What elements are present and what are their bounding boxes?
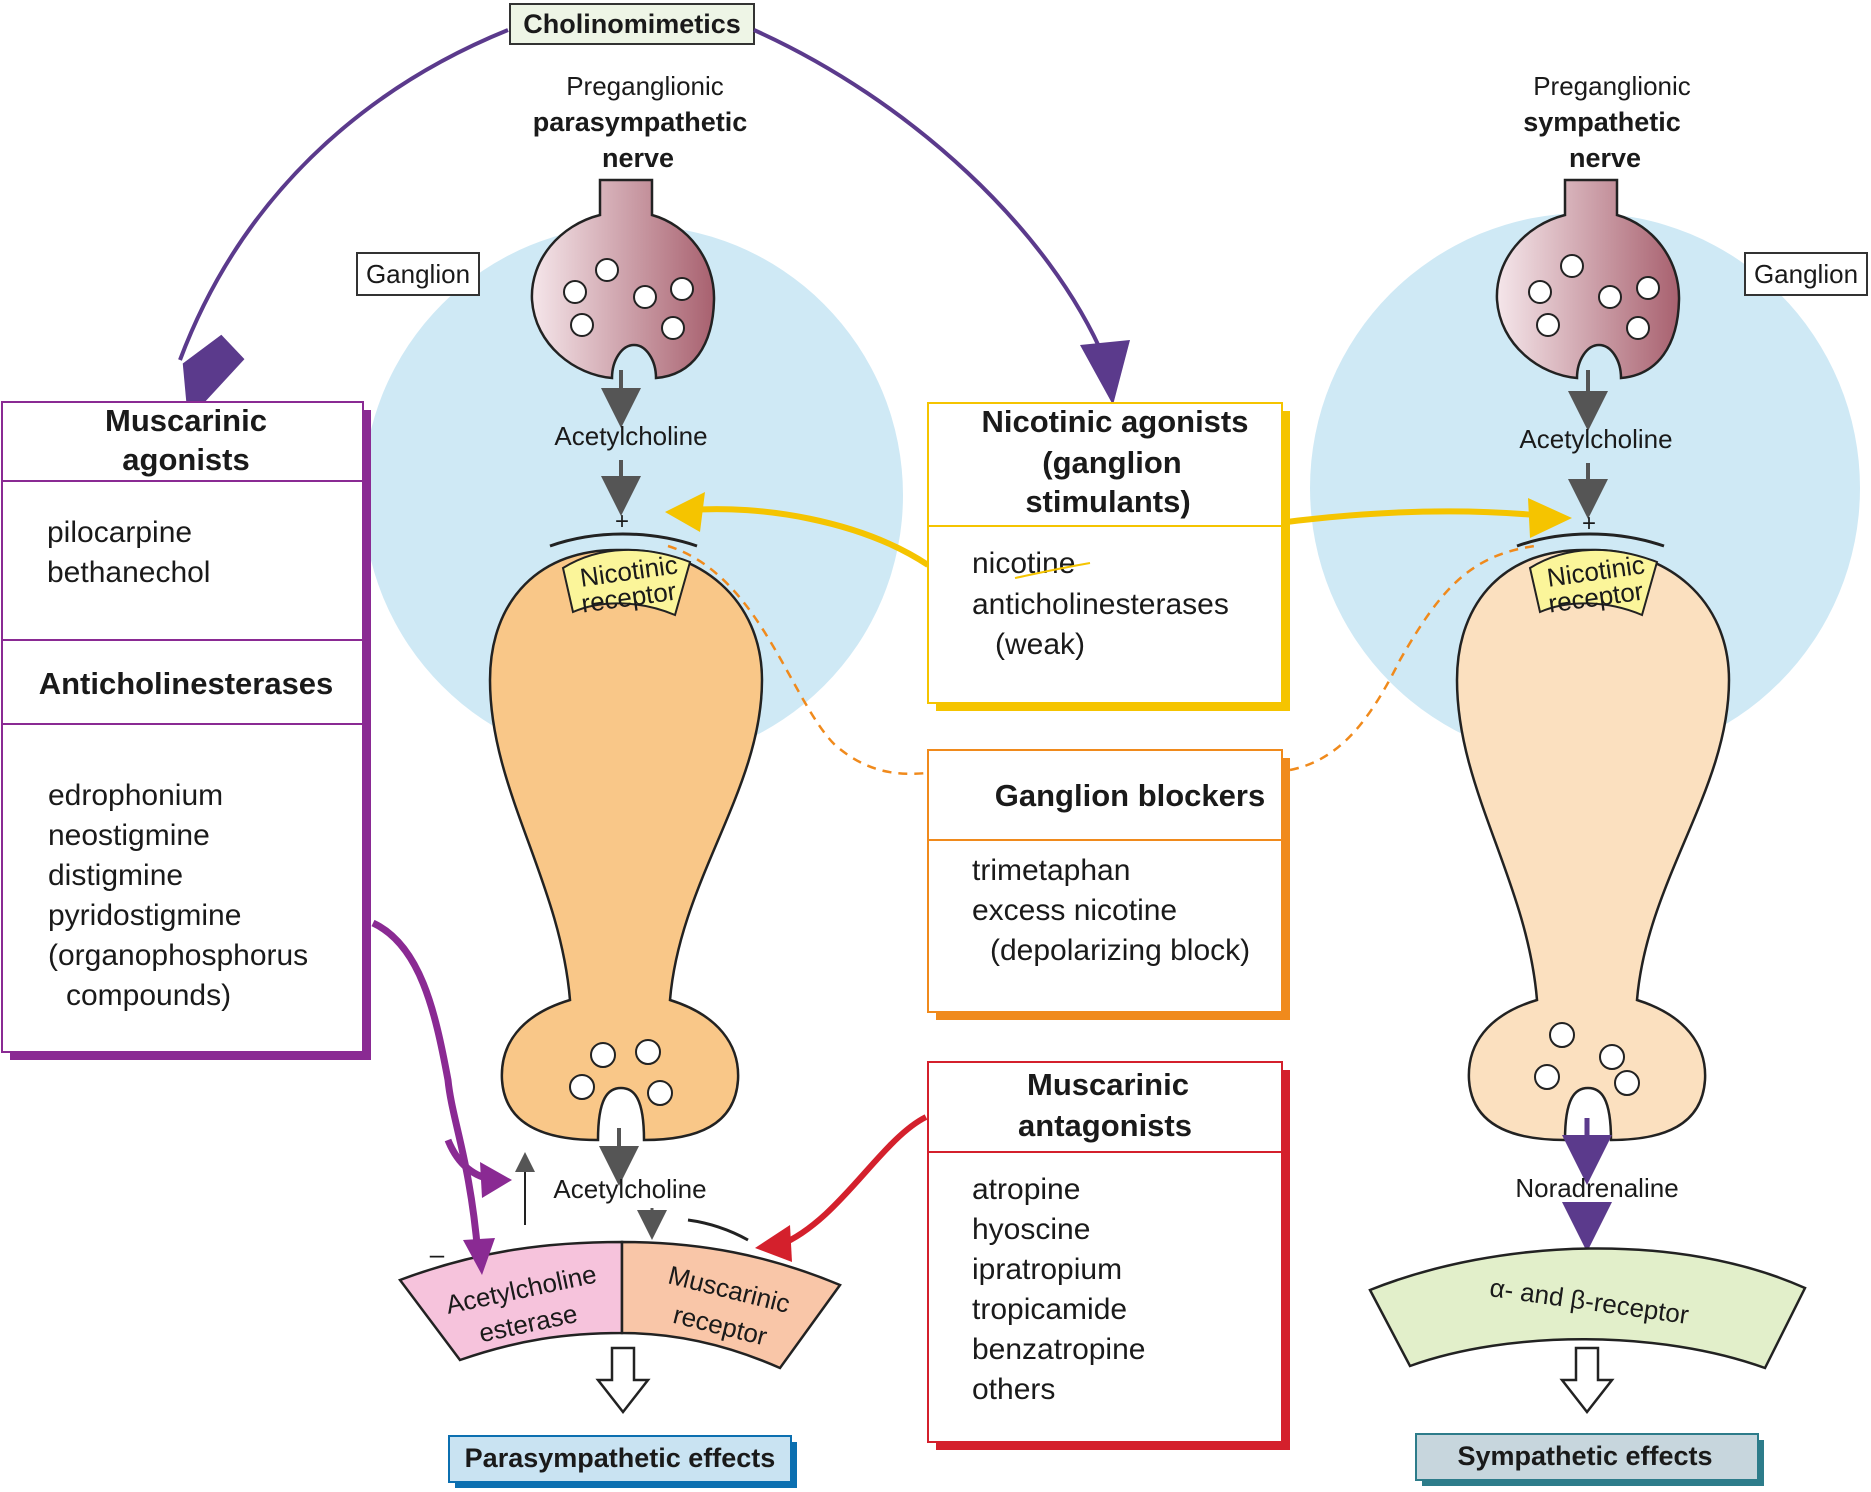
right-postganglionic-vesicles [1534, 1022, 1640, 1096]
parasympathetic-effects-label: Parasympathetic effects [465, 1443, 776, 1473]
ganglion-blocker-item: (depolarizing block) [990, 934, 1250, 967]
right-nicotinic-receptor [1528, 549, 1659, 617]
ganglion-left-label: Ganglion [366, 259, 470, 289]
nicotinic-agonist-item: (weak) [995, 628, 1085, 661]
parasympathetic-effect-arrow [595, 1346, 651, 1415]
nicotinic-arrow-left [689, 506, 930, 568]
nicotinic-connector [1014, 562, 1091, 579]
antagonist-arrow [778, 1114, 928, 1248]
anticholinesterase-item: pyridostigmine [48, 899, 241, 932]
muscarinic-antagonist-item: tropicamide [972, 1293, 1127, 1326]
anticholinesterase-item: neostigmine [48, 819, 210, 852]
ganglion-blockers-title: Ganglion blockers [995, 778, 1265, 813]
muscarinic-antagonist-item: atropine [972, 1173, 1080, 1206]
muscarinic-antagonists-box [927, 1061, 1283, 1443]
right-postganglionic-neuron [1455, 548, 1731, 1142]
left-ach-top: Acetylcholine [554, 421, 707, 451]
right-presynaptic-vesicles [1528, 254, 1660, 340]
anticholinesterase-arrowhead-increase [480, 1162, 512, 1198]
ganglion-blocker-dash-right [1289, 544, 1536, 772]
ganglion-left-box [356, 252, 480, 296]
parasympathetic-effects-box [448, 1435, 792, 1483]
ganglion-blockers-box [927, 749, 1283, 1013]
right-noradrenaline: Noradrenaline [1515, 1173, 1678, 1203]
ganglion-right-label: Ganglion [1754, 259, 1858, 289]
anticholinesterases-title: Anticholinesterases [39, 666, 334, 701]
antagonist-arrowhead [755, 1225, 792, 1262]
right-ach-top: Acetylcholine [1519, 424, 1672, 454]
title-box [509, 3, 755, 45]
ganglion-blocker-dash-left [667, 544, 929, 775]
left-presynaptic-vesicles [563, 258, 694, 340]
muscarinic-antagonists-title-line2: antagonists [1018, 1108, 1192, 1143]
left-postganglionic-neuron [488, 548, 764, 1142]
muscarinic-antagonist-item: others [972, 1373, 1055, 1406]
nicotinic-arrowhead-left [665, 492, 705, 532]
anticholinesterase-item: edrophonium [48, 779, 223, 812]
ache-minus: – [430, 1239, 445, 1269]
muscarinic-agonist-item: pilocarpine [47, 516, 192, 549]
right-nerve-line2: sympathetic [1523, 107, 1681, 137]
adrenoceptor-box [1368, 1247, 1807, 1370]
arc-to-nicotinic-agonists [753, 28, 1107, 361]
nicotinic-agonist-item: anticholinesterases [972, 588, 1229, 621]
sympathetic-effects-label: Sympathetic effects [1457, 1441, 1712, 1471]
muscarinic-antagonists-title-line1: Muscarinic [1027, 1067, 1189, 1102]
muscarinic-antagonist-item: ipratropium [972, 1253, 1122, 1286]
arc-to-muscarinic-agonists [178, 28, 509, 361]
anticholinesterase-item: (organophosphorus [48, 939, 308, 972]
left-nerve-line1: Preganglionic [566, 71, 724, 101]
left-nerve-line2: parasympathetic [533, 107, 748, 137]
ganglion-blocker-item: excess nicotine [972, 894, 1177, 927]
right-nerve-line3: nerve [1569, 143, 1641, 173]
sympathetic-effect-arrow [1559, 1346, 1615, 1415]
right-plus: + [1582, 510, 1596, 537]
left-ach-bottom: Acetylcholine [553, 1174, 706, 1204]
nicotinic-agonists-title-line1: Nicotinic agonists [982, 404, 1249, 439]
muscarinic-antagonist-item: benzatropine [972, 1333, 1145, 1366]
right-receptor-membrane [1516, 532, 1665, 548]
left-nerve-line3: nerve [602, 143, 674, 173]
muscarinic-receptor-box [620, 1240, 842, 1370]
muscarinic-agonists-title-line2: agonists [122, 442, 249, 477]
muscarinic-agonists-title-line1: Muscarinic [105, 403, 267, 438]
anticholinesterase-item: compounds) [66, 979, 231, 1012]
arrowhead-nicotinic-agonists [1080, 340, 1130, 405]
left-nicotinic-receptor [561, 549, 692, 617]
antagonist-block-bar [687, 1218, 749, 1242]
nicotinic-agonist-item: nicotine [972, 547, 1075, 580]
ganglion-right-box [1744, 252, 1868, 296]
left-receptor-membrane [549, 532, 698, 548]
nicotinic-agonists-title-line2: (ganglion [1042, 445, 1181, 480]
title: Cholinomimetics [523, 9, 741, 39]
nicotinic-agonists-title-line3: stimulants) [1025, 484, 1190, 519]
sympathetic-effects-box [1415, 1433, 1759, 1481]
muscarinic-agonists-box [1, 401, 364, 1053]
arrowhead-muscarinic-agonists [182, 334, 245, 421]
anticholinesterase-arrow-to-ache [371, 919, 482, 1256]
right-nerve-line1: Preganglionic [1533, 71, 1691, 101]
muscarinic-agonist-item: bethanechol [47, 556, 210, 589]
ganglion-blocker-item: trimetaphan [972, 854, 1130, 887]
anticholinesterase-item: distigmine [48, 859, 183, 892]
muscarinic-antagonist-item: hyoscine [972, 1213, 1090, 1246]
left-postganglionic-vesicles [569, 1039, 673, 1106]
left-plus: + [615, 508, 629, 535]
nicotinic-arrowhead-right [1528, 498, 1572, 538]
anticholinesterase-arrowhead-ache [463, 1238, 495, 1275]
nicotinic-agonists-box [927, 402, 1283, 704]
